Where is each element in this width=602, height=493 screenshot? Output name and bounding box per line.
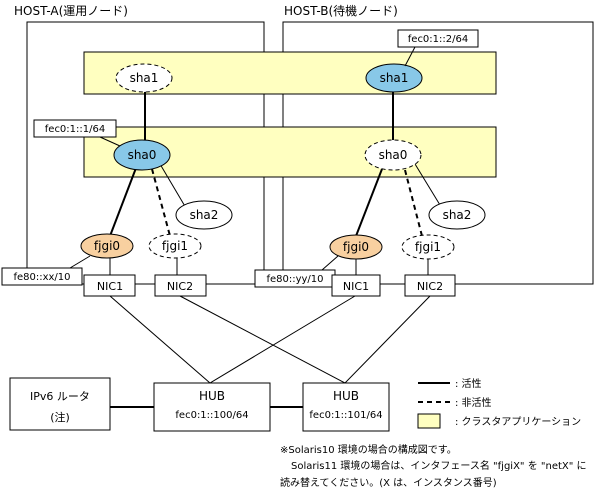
- fjgi0-host-b-node: [329, 234, 383, 260]
- legend-cluster-app-swatch: [417, 413, 441, 429]
- ipv6-router-note: (注): [50, 410, 70, 424]
- sha1-host-b-address: fec0:1::2/64: [408, 34, 468, 45]
- sha1-host-b-node: [365, 63, 423, 93]
- fjgi0-host-b-address: fe80::yy/10: [266, 274, 323, 285]
- hub1-label: HUB: [199, 389, 225, 403]
- hub2-box: [302, 382, 390, 432]
- fjgi0-host-b-label: fjgi0: [343, 240, 369, 254]
- legend-cluster-app-label: : クラスタアプリケーション: [455, 416, 581, 428]
- sha0-host-a-address-box: [33, 119, 117, 138]
- note-line-1: ※Solaris10 環境の場合の構成図です。: [280, 443, 457, 456]
- fjgi1-host-b-node: [401, 234, 455, 260]
- host-b-title: HOST-B(待機ノード): [284, 3, 398, 18]
- sha0-host-b-label: sha0: [379, 148, 408, 162]
- nic2-host-b-box: [404, 274, 456, 297]
- fjgi1-host-a-node: [148, 233, 202, 259]
- fjgi1-host-a-label: fjgi1: [162, 239, 188, 253]
- sha1-host-a-node: [115, 63, 173, 93]
- nic1-host-a-box: [83, 274, 136, 297]
- hub2-address: fec0:1::101/64: [309, 410, 382, 421]
- sha0-host-a-address: fec0:1::1/64: [45, 124, 105, 135]
- sha0-host-b-node: [364, 139, 422, 171]
- hub1-address: fec0:1::100/64: [175, 410, 248, 421]
- sha0-host-a-node: [113, 139, 171, 171]
- fjgi0-host-a-node: [80, 233, 134, 259]
- nic1-host-b-box: [331, 274, 381, 297]
- fjgi1-host-b-label: fjgi1: [415, 240, 441, 254]
- sha0-host-a-label: sha0: [128, 148, 157, 162]
- legend-active-label: : 活性: [455, 377, 482, 390]
- legend-inactive-label: : 非活性: [455, 396, 492, 409]
- hub2-label: HUB: [333, 389, 359, 403]
- note-line-2: Solaris11 環境の場合は、インタフェース名 "fjgiX" を "net…: [291, 459, 587, 472]
- sha2-host-b-label: sha2: [443, 208, 472, 222]
- sha1-host-b-address-box: [397, 29, 479, 48]
- nic2-host-b-label: NIC2: [417, 280, 443, 293]
- sha2-host-b-node: [428, 200, 486, 230]
- fjgi0-host-a-label: fjgi0: [94, 239, 120, 253]
- ipv6-router-label: IPv6 ルータ: [30, 390, 90, 403]
- sha2-host-a-node: [175, 200, 233, 230]
- sha1-host-b-label: sha1: [380, 71, 409, 85]
- sha1-host-a-label: sha1: [130, 71, 159, 85]
- note-line-3: 読み替えてください。(X は、インスタンス番号): [280, 476, 497, 489]
- host-a-title: HOST-A(運用ノード): [14, 4, 128, 18]
- ipv6-router-box: [9, 377, 111, 431]
- hub1-box: [153, 382, 271, 432]
- fjgi0-host-a-address-box: [1, 267, 83, 286]
- sha2-host-a-label: sha2: [190, 208, 219, 222]
- fjgi0-host-a-address: fe80::xx/10: [13, 272, 70, 283]
- nic1-host-b-label: NIC1: [343, 280, 369, 293]
- nic1-host-a-label: NIC1: [97, 280, 123, 293]
- nic2-host-a-label: NIC2: [167, 280, 193, 293]
- nic2-host-a-box: [154, 274, 207, 297]
